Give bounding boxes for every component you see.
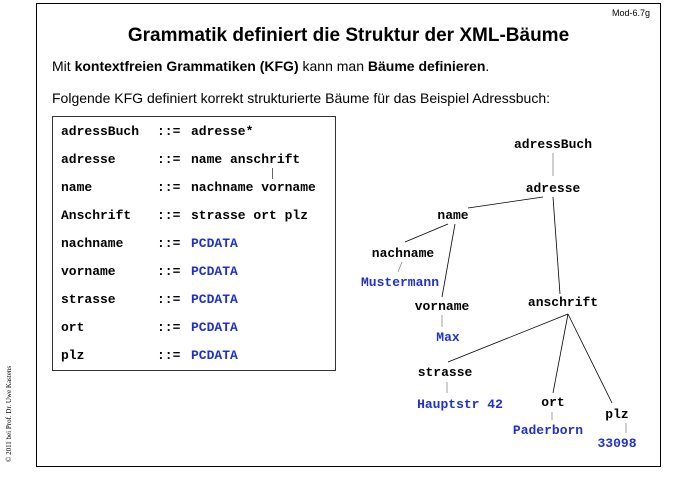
lead-paragraph: Folgende KFG definiert korrekt strukturi… xyxy=(52,90,551,106)
rule-lhs: name xyxy=(61,180,93,195)
slide-title: Grammatik definiert die Struktur der XML… xyxy=(127,25,570,46)
rule-rhs-terminal: PCDATA xyxy=(191,320,238,335)
rule-lhs: ort xyxy=(61,320,85,335)
rule-lhs: adressBuch xyxy=(61,124,140,139)
grammar-rule: ort::= PCDATA xyxy=(61,320,238,335)
rule-lhs: nachname xyxy=(61,236,124,251)
rule-lhs: Anschrift xyxy=(61,208,132,223)
grammar-rule: name::= nachname vorname xyxy=(61,180,316,195)
tree-node-adresse: adresse xyxy=(526,181,581,196)
rule-operator: ::= xyxy=(157,124,181,139)
grammar-rule: strasse::= PCDATA xyxy=(61,292,238,307)
grammar-rule: Anschrift::= strasse ort plz xyxy=(61,208,308,223)
tree-edge xyxy=(567,313,613,404)
rule-rhs-terminal: PCDATA xyxy=(191,348,238,363)
rule-rhs-terminal: PCDATA xyxy=(191,264,238,279)
intro-text-mid: kann man xyxy=(298,58,368,74)
slide-id: Mod-6.7g xyxy=(612,8,651,18)
tree-edge xyxy=(552,313,569,394)
rule-operator: ::= xyxy=(157,208,181,223)
tree-node-strasse: strasse xyxy=(418,365,473,380)
rule-operator: ::= xyxy=(157,180,181,195)
tree-edge xyxy=(447,313,569,363)
tree-leaf-plz-value: 33098 xyxy=(597,436,636,451)
tree-node-name: name xyxy=(437,208,468,223)
tree-leaf-nachname-value: Mustermann xyxy=(361,275,439,290)
tree-edge xyxy=(441,223,456,298)
grammar-rule: nachname::= PCDATA xyxy=(61,236,238,251)
tree-edge xyxy=(552,196,561,295)
rule-operator: ::= xyxy=(157,348,181,363)
tree-edge xyxy=(404,223,449,243)
rule-rhs-terminal: PCDATA xyxy=(191,236,238,251)
rule-lhs: adresse xyxy=(61,152,116,167)
tree-node-nachname: nachname xyxy=(372,246,435,261)
intro-paragraph: Mit kontextfreien Grammatiken (KFG) kann… xyxy=(52,58,489,74)
tree-edge xyxy=(397,261,403,273)
intro-text-post: . xyxy=(485,58,490,74)
rule-rhs-terminal: PCDATA xyxy=(191,292,238,307)
tree-leaf-vorname-value: Max xyxy=(436,330,460,345)
rule-rhs: name anschrift xyxy=(191,152,301,167)
rule-rhs: adresse* xyxy=(191,124,254,139)
tree-node-plz: plz xyxy=(605,407,628,422)
tree-node-adressbuch: adressBuch xyxy=(514,137,592,152)
tree-node-vorname: vorname xyxy=(415,299,470,314)
tree-leaf-strasse-value: Hauptstr 42 xyxy=(417,397,503,412)
grammar-rule: vorname::= PCDATA xyxy=(61,264,238,279)
rule-rhs: strasse ort plz xyxy=(191,208,309,223)
rule-operator: ::= xyxy=(157,264,181,279)
intro-text-pre: Mit xyxy=(52,58,75,74)
tree-node-ort: ort xyxy=(541,395,564,410)
intro-bold-kfg: kontextfreien Grammatiken (KFG) xyxy=(74,58,299,74)
rule-operator: ::= xyxy=(157,152,181,167)
rule-operator: ::= xyxy=(157,236,181,251)
rule-lhs: strasse xyxy=(61,292,116,307)
tree-leaf-ort-value: Paderborn xyxy=(513,423,583,438)
slide-frame xyxy=(36,3,661,467)
intro-bold-baeume: Bäume definieren xyxy=(367,58,486,74)
rule-rhs: nachname vorname xyxy=(191,180,316,195)
rule-lhs: vorname xyxy=(61,264,116,279)
rule-operator: ::= xyxy=(157,292,181,307)
tree-node-anschrift: anschrift xyxy=(528,295,598,310)
tree-edge xyxy=(467,196,544,209)
grammar-rule: adresse::= name anschrift xyxy=(61,152,300,167)
grammar-rule: plz::= PCDATA xyxy=(61,348,238,363)
rule-operator: ::= xyxy=(157,320,181,335)
grammar-rule: adressBuch::= adresse* xyxy=(61,124,253,139)
rule-lhs: plz xyxy=(61,348,85,363)
grammar-box: adressBuch::=adresse* adresse::=name ans… xyxy=(52,116,336,371)
text-cursor xyxy=(272,168,273,179)
